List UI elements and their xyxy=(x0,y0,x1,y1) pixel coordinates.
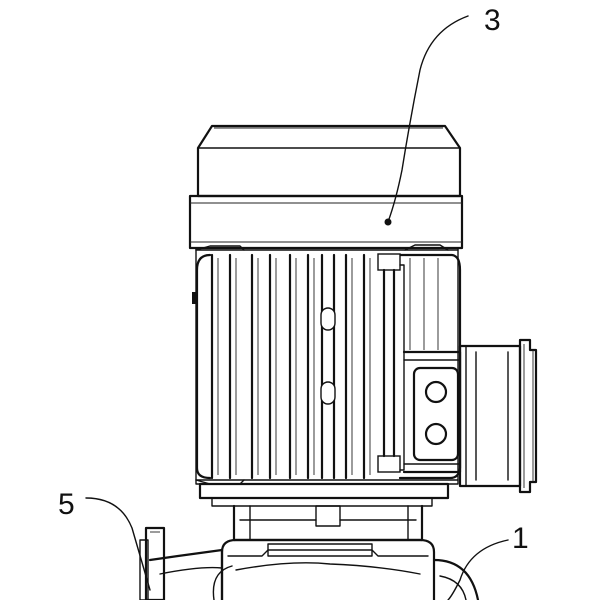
callout-5: 5 xyxy=(58,488,75,521)
leader-line-1 xyxy=(447,539,509,600)
callout-1: 1 xyxy=(512,522,529,555)
leader-line-3 xyxy=(384,15,469,226)
terminal-box xyxy=(402,338,538,494)
callout-3: 3 xyxy=(484,4,501,37)
inlet-flange xyxy=(139,526,166,600)
motor-top-cap xyxy=(188,124,464,250)
pump-casing xyxy=(148,538,480,600)
motor-base xyxy=(198,482,450,542)
cooling-fins xyxy=(192,253,439,480)
leader-line-5 xyxy=(85,497,151,591)
